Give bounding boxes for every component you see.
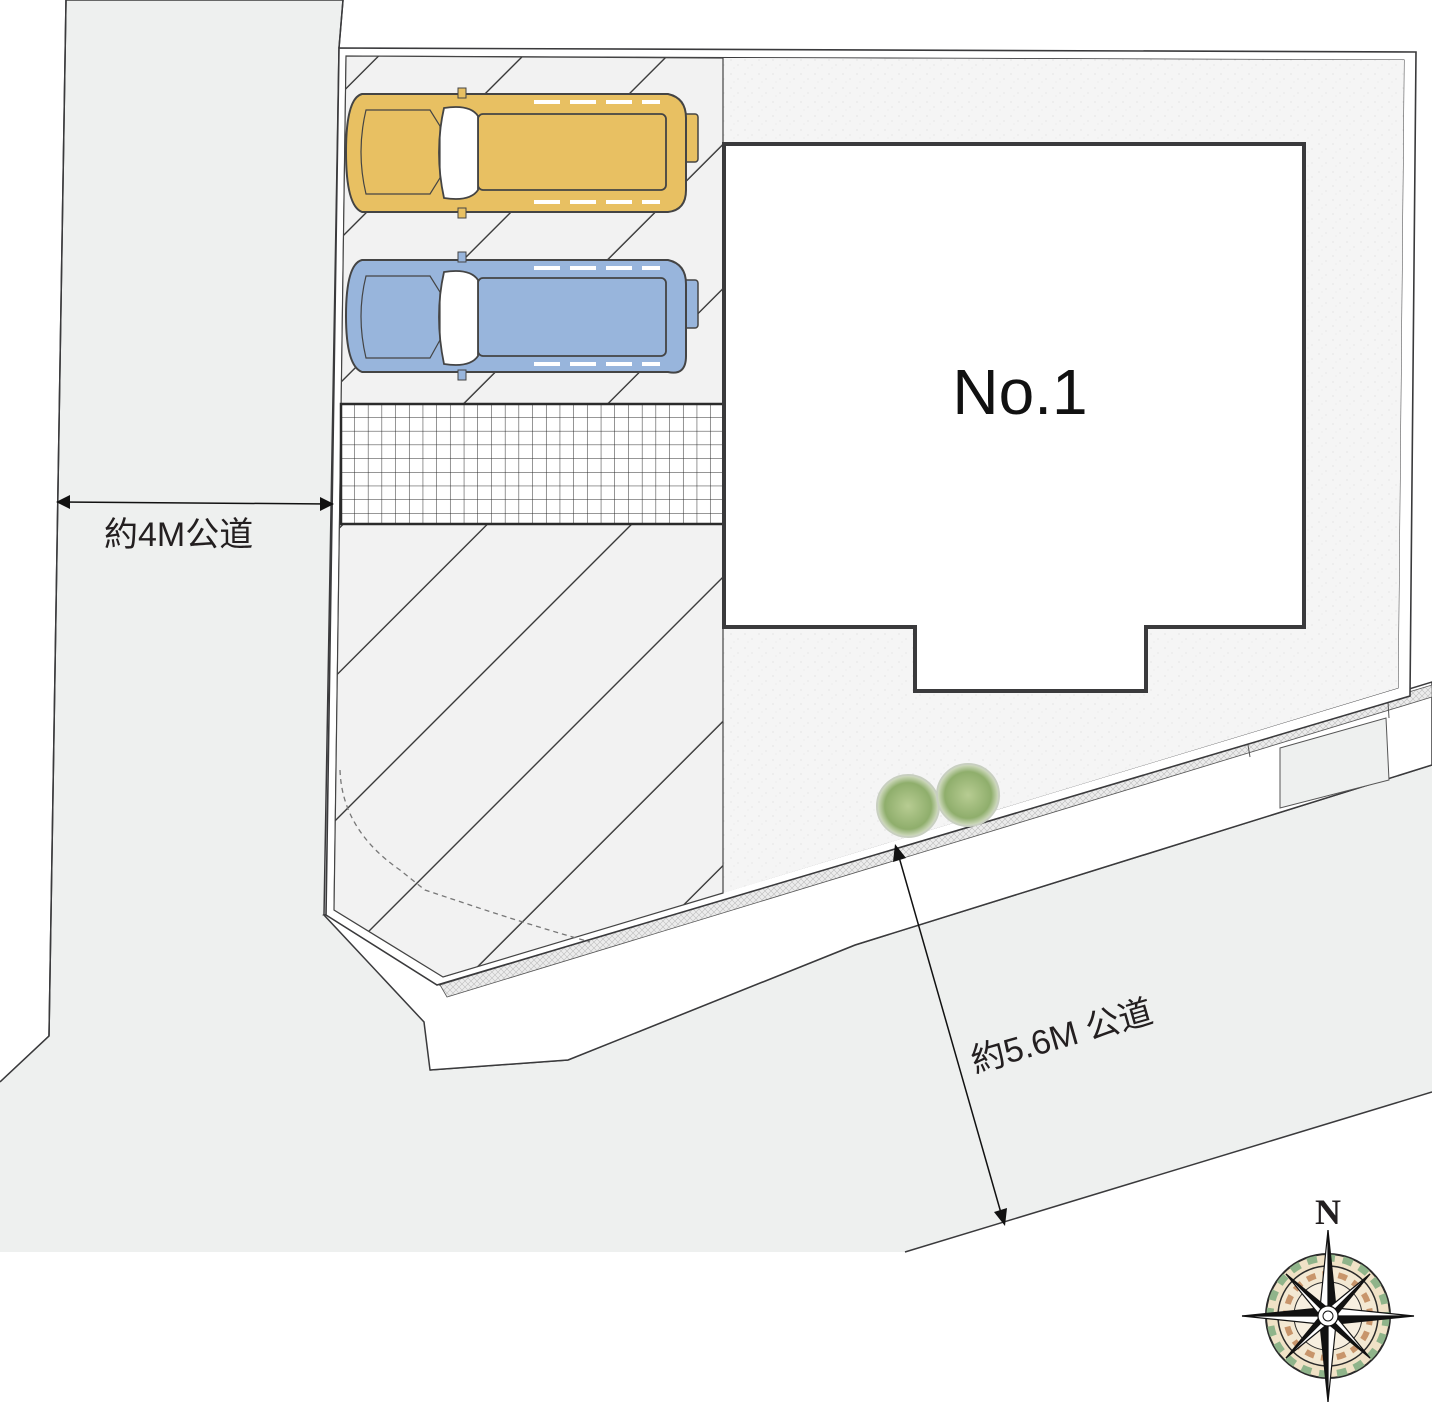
compass-north-label: N [1315,1192,1341,1232]
adjacent-lot [1279,717,1390,809]
west-road-label: 約4M公道 [104,516,253,554]
road-south [0,765,1432,1252]
house-label: No.1 [952,356,1087,428]
public-roads [0,0,1432,1253]
gate-swing-line [339,769,591,943]
approach-tiles [339,402,758,526]
compass-rose-icon [1241,1229,1415,1402]
west-road-dimension [56,495,334,511]
tree-icon [936,763,1000,827]
south-road-dimension [893,844,1007,1226]
car-icon [344,87,699,219]
house-footprint [722,142,1306,693]
car-icon [344,251,699,381]
tree-icon [876,774,940,838]
